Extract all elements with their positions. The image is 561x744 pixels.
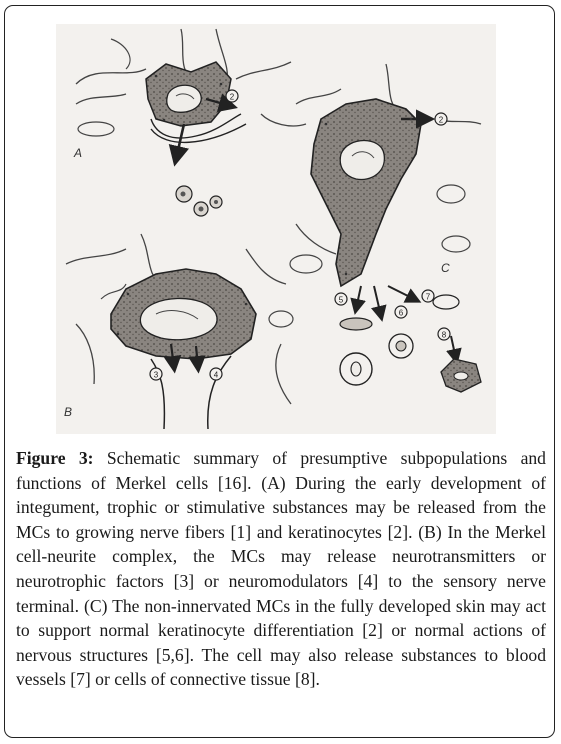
panel-label-b: B bbox=[64, 405, 72, 419]
caption-label: Figure 3: bbox=[16, 448, 94, 468]
circled-number-2-panel-c: 2 bbox=[439, 116, 444, 125]
circled-number-4: 4 bbox=[214, 371, 219, 380]
circled-number-3: 3 bbox=[154, 371, 159, 380]
panel-c-drawing: 2 5 6 7 8 C bbox=[289, 63, 482, 393]
circled-number-2-panel-a: 2 bbox=[230, 93, 235, 102]
panel-label-a: A bbox=[73, 146, 82, 160]
figure-illustration: 2 A bbox=[56, 24, 496, 434]
panel-a-drawing: 2 A bbox=[73, 28, 307, 217]
merkel-cell-drawing: 2 A bbox=[64, 28, 482, 430]
decorative-dots bbox=[116, 74, 413, 336]
caption-text: Schematic summary of presumptive subpopu… bbox=[16, 448, 546, 690]
panel-label-c: C bbox=[441, 261, 450, 275]
circled-number-6: 6 bbox=[399, 309, 404, 318]
circled-number-8: 8 bbox=[442, 331, 447, 340]
circled-number-5: 5 bbox=[339, 296, 344, 305]
panel-b-drawing: 3 4 B bbox=[64, 233, 294, 430]
figure-caption: Figure 3: Schematic summary of presumpti… bbox=[16, 446, 546, 692]
circled-number-7: 7 bbox=[426, 293, 431, 302]
